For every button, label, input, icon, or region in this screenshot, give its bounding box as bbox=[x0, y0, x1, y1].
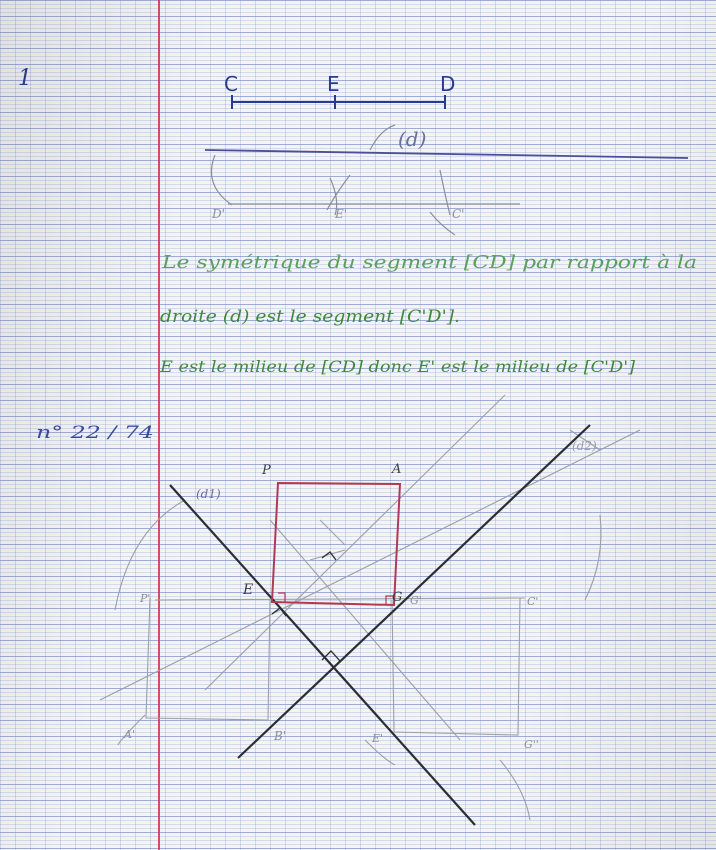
vertex-g-prime-label: G' bbox=[410, 594, 422, 607]
margin-line bbox=[158, 0, 160, 850]
square-angle-marks bbox=[278, 592, 394, 605]
conclusion-line-1: Le symétrique du segment [CD] par rappor… bbox=[161, 252, 697, 273]
vertex-g-label: G bbox=[392, 590, 402, 605]
conclusion-line-3: E est le milieu de [CD] donc E' est le m… bbox=[159, 357, 636, 376]
line-d1 bbox=[169, 484, 476, 826]
image-d-prime-label: D' bbox=[211, 207, 225, 221]
line-d2 bbox=[237, 424, 591, 759]
image-c-label: C' bbox=[527, 595, 538, 608]
segment-cd bbox=[231, 95, 446, 109]
vertex-e-label: E bbox=[242, 582, 253, 598]
point-e-label: E bbox=[327, 72, 340, 96]
vertex-a-label: A bbox=[391, 462, 401, 477]
line-d2-label: (d2) bbox=[572, 439, 597, 453]
right-angle-marks bbox=[271, 551, 341, 671]
image-c-prime-label: C' bbox=[452, 207, 464, 221]
point-c-label: C bbox=[224, 72, 238, 96]
image-e-prime-label: E' bbox=[334, 207, 347, 221]
conclusion-line-2: droite (d) est le segment [C'D']. bbox=[160, 307, 460, 327]
image-p-label: P' bbox=[139, 592, 150, 605]
image-a-label: A' bbox=[123, 728, 135, 741]
construction-pencil-1 bbox=[210, 124, 520, 236]
exercise-2-number: n° 22 / 74 bbox=[36, 423, 154, 443]
line-d bbox=[204, 149, 689, 159]
line-d1-label: (d1) bbox=[196, 487, 221, 501]
vertex-p-label: P bbox=[261, 463, 271, 478]
image-e-label: E' bbox=[371, 732, 383, 745]
image-g-label: G'' bbox=[524, 738, 539, 751]
image-b-label: B' bbox=[273, 729, 286, 743]
point-d-label: D bbox=[440, 72, 455, 96]
construction-pencil-2 bbox=[99, 394, 641, 821]
square-page bbox=[270, 481, 402, 607]
exercise-1-number: 1 bbox=[18, 66, 32, 91]
line-d-label: (d) bbox=[398, 127, 426, 151]
